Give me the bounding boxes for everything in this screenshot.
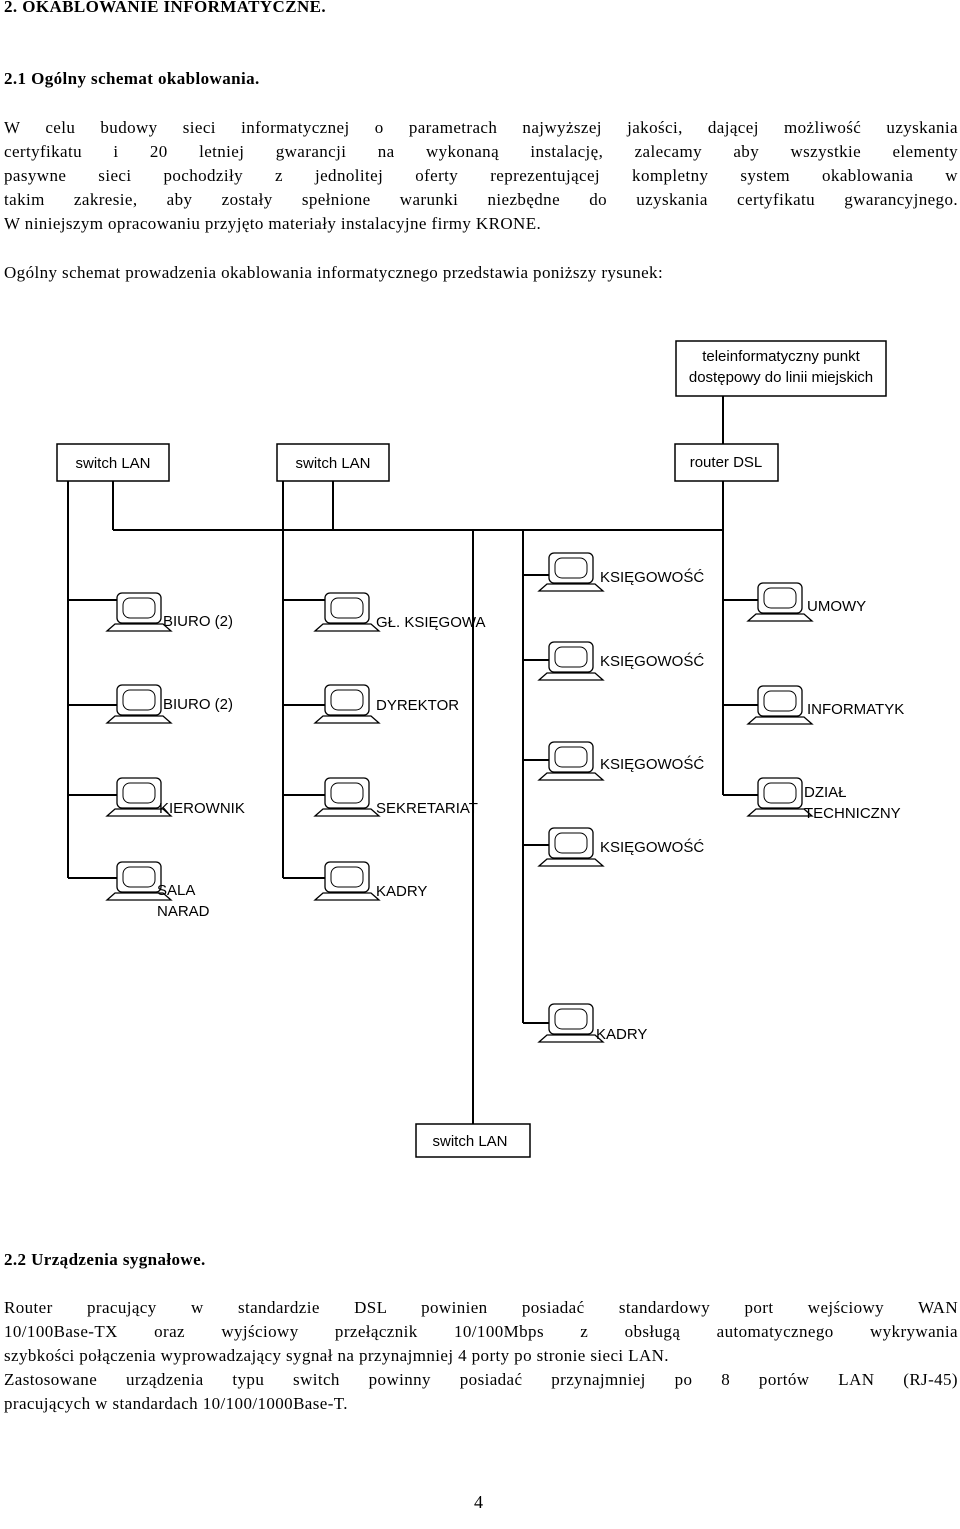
intro-line: W niniejszym opracowaniu przyjęto materi… — [4, 214, 542, 233]
computer-icon — [314, 684, 380, 724]
intro-line: pasywne sieci pochodziły z jednolitej of… — [4, 166, 958, 185]
switch-lan-box-bottom — [415, 1123, 531, 1158]
intro-line: takim zakresie, aby zostały spełnione wa… — [4, 190, 958, 209]
section-heading-2-1: 2.1 Ogólny schemat okablowania. — [4, 69, 260, 88]
main-heading: 2. OKABLOWANIE INFORMATYCZNE. — [4, 0, 327, 16]
section-heading-2-2: 2.2 Urządzenia sygnałowe. — [4, 1250, 206, 1269]
computer-icon — [106, 684, 172, 724]
switch-lan-label-2: switch LAN — [295, 455, 370, 472]
switch-lan-label-bottom: switch LAN — [432, 1133, 507, 1150]
computer-icon — [106, 592, 172, 632]
node-label-sala: SALA — [157, 882, 195, 899]
node-label-ksiegowosc-1: KSIĘGOWOŚĆ — [600, 568, 704, 586]
node-label-sekretariat: SEKRETARIAT — [376, 800, 478, 817]
computer-icon — [538, 827, 604, 867]
node-label-ksiegowosc-2: KSIĘGOWOŚĆ — [600, 652, 704, 670]
computer-icon — [538, 1003, 604, 1043]
computer-icon — [747, 685, 813, 725]
computer-icon — [747, 582, 813, 622]
switch-lan-box-2 — [276, 443, 390, 482]
computer-icon — [314, 592, 380, 632]
node-label-biuro-2: BIURO (2) — [163, 696, 233, 713]
devices-line: Router pracujący w standardzie DSL powin… — [4, 1298, 958, 1317]
intro-line: W celu budowy sieci informatycznej o par… — [4, 118, 958, 137]
page-number: 4 — [474, 1492, 484, 1512]
intro-paragraph: W celu budowy sieci informatycznej o par… — [4, 116, 958, 236]
node-label-kadry-2: KADRY — [596, 1026, 647, 1043]
access-point-label-line1: teleinformatyczny punkt — [702, 348, 860, 365]
devices-line: 10/100Base-TX oraz wyjściowy przełącznik… — [4, 1322, 958, 1341]
schema-intro-text: Ogólny schemat prowadzenia okablowania i… — [4, 263, 664, 282]
router-dsl-label: router DSL — [690, 454, 763, 471]
node-label-biuro-1: BIURO (2) — [163, 613, 233, 630]
computer-icon — [538, 552, 604, 592]
node-label-narad: NARAD — [157, 903, 210, 920]
router-dsl-box — [674, 443, 779, 482]
switch-lan-label-1: switch LAN — [75, 455, 150, 472]
intro-line: certyfikatu i 20 letniej gwarancji na wy… — [4, 142, 958, 161]
node-label-ksiegowosc-3: KSIĘGOWOŚĆ — [600, 755, 704, 773]
devices-line: pracujących w standardach 10/100/1000Bas… — [4, 1394, 348, 1413]
node-label-gl-ksiegowa: GŁ. KSIĘGOWA — [376, 614, 485, 631]
access-point-box — [675, 340, 887, 397]
node-label-kierownik: KIEROWNIK — [159, 800, 245, 817]
node-label-kadry-1: KADRY — [376, 883, 427, 900]
node-label-informatyk: INFORMATYK — [807, 701, 904, 718]
computer-icon — [747, 777, 813, 817]
access-point-label-line2: dostępowy do linii miejskich — [689, 369, 873, 386]
network-diagram: teleinformatyczny punkt dostępowy do lin… — [56, 340, 904, 1158]
devices-line: szybkości połączenia wyprowadzający sygn… — [4, 1346, 669, 1365]
computer-icon — [538, 741, 604, 781]
cable-lines — [67, 396, 758, 1124]
node-label-umowy: UMOWY — [807, 598, 866, 615]
node-label-ksiegowosc-4: KSIĘGOWOŚĆ — [600, 838, 704, 856]
node-label-dzial: DZIAŁ — [804, 784, 847, 801]
devices-line: Zastosowane urządzenia typu switch powin… — [4, 1370, 958, 1389]
devices-paragraph: Router pracujący w standardzie DSL powin… — [4, 1296, 958, 1416]
computer-icon — [314, 861, 380, 901]
node-label-dyrektor: DYREKTOR — [376, 697, 459, 714]
computer-icon — [314, 777, 380, 817]
computer-icon — [538, 641, 604, 681]
node-label-techniczny: TECHNICZNY — [804, 805, 901, 822]
switch-lan-box-1 — [56, 443, 170, 482]
